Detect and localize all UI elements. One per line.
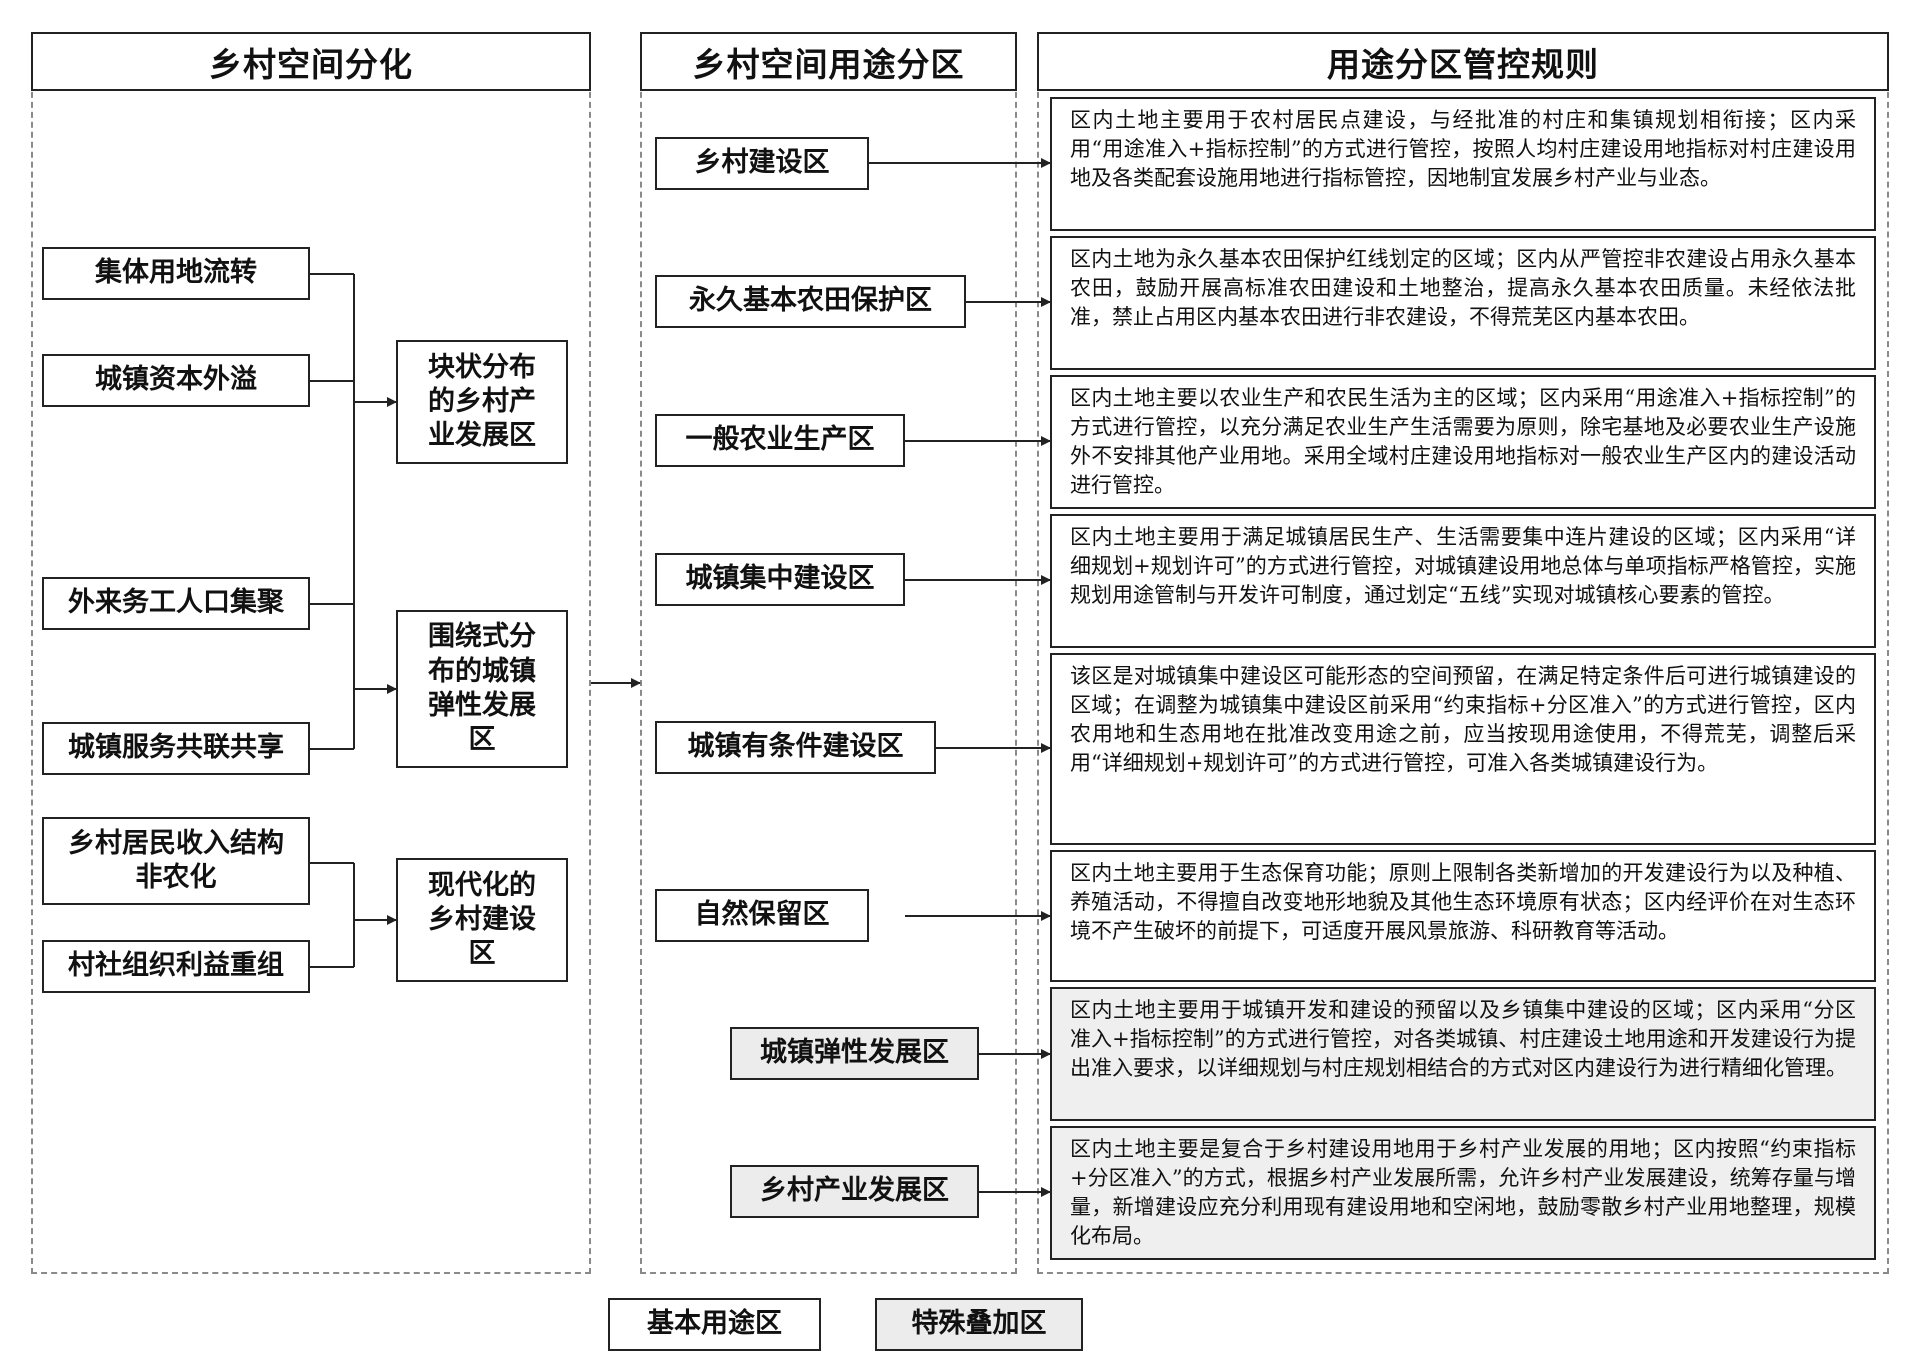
header-spatial-differentiation: 乡村空间分化 xyxy=(31,32,591,91)
rule-text-rural-industry-development: 区内土地主要是复合于乡村建设用地用于乡村产业发展的用地；区内按照“约束指标+分区… xyxy=(1070,1137,1856,1248)
outcome-surrounding-urban-flexible-area: 围绕式分布的城镇弹性发展区 xyxy=(396,610,568,768)
rule-text-rural-construction: 区内土地主要用于农村居民点建设，与经批准的村庄和集镇规划相衔接；区内采用“用途准… xyxy=(1070,108,1856,190)
zone-general-agricultural-production: 一般农业生产区 xyxy=(655,414,905,467)
zone-urban-concentrated-construction: 城镇集中建设区 xyxy=(655,553,905,606)
rule-text-urban-flexible-development: 区内土地主要用于城镇开发和建设的预留以及乡镇集中建设的区域；区内采用“分区准入+… xyxy=(1070,998,1856,1080)
zone-natural-reserve: 自然保留区 xyxy=(655,889,869,942)
rule-rural-construction: 区内土地主要用于农村居民点建设，与经批准的村庄和集镇规划相衔接；区内采用“用途准… xyxy=(1050,97,1876,231)
rule-rural-industry-development: 区内土地主要是复合于乡村建设用地用于乡村产业发展的用地；区内按照“约束指标+分区… xyxy=(1050,1126,1876,1260)
header-use-zoning: 乡村空间用途分区 xyxy=(640,32,1017,91)
factor-urban-capital-overflow: 城镇资本外溢 xyxy=(42,354,310,407)
rule-text-urban-concentrated-construction: 区内土地主要用于满足城镇居民生产、生活需要集中连片建设的区域；区内采用“详细规划… xyxy=(1070,525,1856,607)
factor-income-structure-nonagricultural: 乡村居民收入结构非农化 xyxy=(42,817,310,905)
outcome-modern-rural-construction-area: 现代化的乡村建设区 xyxy=(396,858,568,982)
zone-urban-conditional-construction: 城镇有条件建设区 xyxy=(655,721,936,774)
rule-urban-concentrated-construction: 区内土地主要用于满足城镇居民生产、生活需要集中连片建设的区域；区内采用“详细规划… xyxy=(1050,514,1876,648)
header-control-rules: 用途分区管控规则 xyxy=(1037,32,1889,91)
rule-urban-flexible-development: 区内土地主要用于城镇开发和建设的预留以及乡镇集中建设的区域；区内采用“分区准入+… xyxy=(1050,987,1876,1121)
rule-natural-reserve: 区内土地主要用于生态保育功能；原则上限制各类新增加的开发建设行为以及种植、养殖活… xyxy=(1050,850,1876,982)
zone-rural-construction: 乡村建设区 xyxy=(655,137,869,190)
outcome-clustered-rural-industry-area: 块状分布的乡村产业发展区 xyxy=(396,340,568,464)
legend-special-overlay-zone: 特殊叠加区 xyxy=(875,1298,1083,1351)
rule-general-agricultural-production: 区内土地主要以农业生产和农民生活为主的区域；区内采用“用途准入+指标控制”的方式… xyxy=(1050,375,1876,509)
factor-village-organization-reorganization: 村社组织利益重组 xyxy=(42,940,310,993)
zone-rural-industry-development: 乡村产业发展区 xyxy=(730,1165,979,1218)
zone-permanent-farmland-protection: 永久基本农田保护区 xyxy=(655,275,966,328)
zone-urban-flexible-development: 城镇弹性发展区 xyxy=(730,1027,979,1080)
factor-collective-land-transfer: 集体用地流转 xyxy=(42,247,310,300)
legend-basic-use-zone: 基本用途区 xyxy=(608,1298,821,1351)
rule-text-permanent-farmland-protection: 区内土地为永久基本农田保护红线划定的区域；区内从严管控非农建设占用永久基本农田，… xyxy=(1070,247,1856,329)
rule-urban-conditional-construction: 该区是对城镇集中建设区可能形态的空间预留，在满足特定条件后可进行城镇建设的区域；… xyxy=(1050,653,1876,845)
factor-urban-service-sharing: 城镇服务共联共享 xyxy=(42,722,310,775)
rule-text-general-agricultural-production: 区内土地主要以农业生产和农民生活为主的区域；区内采用“用途准入+指标控制”的方式… xyxy=(1070,386,1856,497)
rule-text-urban-conditional-construction: 该区是对城镇集中建设区可能形态的空间预留，在满足特定条件后可进行城镇建设的区域；… xyxy=(1070,664,1856,775)
rule-text-natural-reserve: 区内土地主要用于生态保育功能；原则上限制各类新增加的开发建设行为以及种植、养殖活… xyxy=(1070,861,1856,943)
factor-migrant-worker-agglomeration: 外来务工人口集聚 xyxy=(42,577,310,630)
rule-permanent-farmland-protection: 区内土地为永久基本农田保护红线划定的区域；区内从严管控非农建设占用永久基本农田，… xyxy=(1050,236,1876,370)
